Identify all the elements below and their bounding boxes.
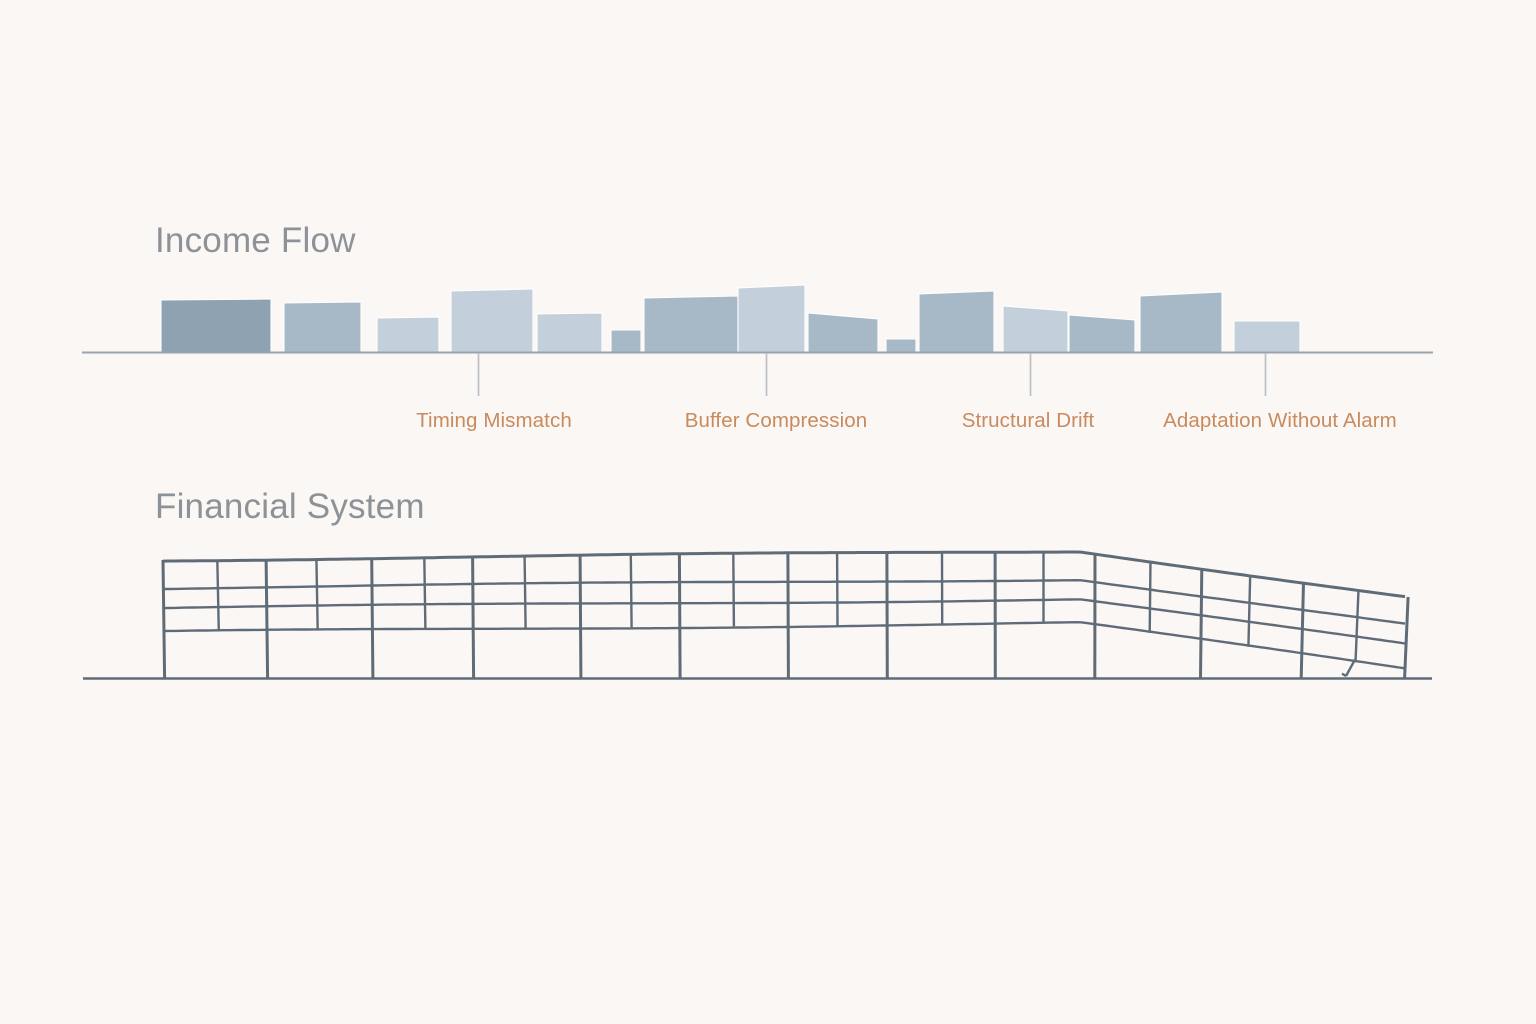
structure-horizontal-course xyxy=(162,550,1406,599)
structure-vertical-member xyxy=(1403,596,1410,679)
structure-vertical-member xyxy=(315,558,319,631)
bar xyxy=(1233,320,1301,353)
structure-horizontal-course xyxy=(162,620,1406,670)
bar xyxy=(1068,314,1136,353)
annotation-label: Structural Drift xyxy=(962,409,1095,432)
structure-broken-member-fragment xyxy=(1341,672,1347,678)
structure-vertical-member xyxy=(264,558,270,679)
bar xyxy=(918,290,995,353)
bar xyxy=(737,284,806,353)
financial-system-title: Financial System xyxy=(155,487,425,526)
structure-frame xyxy=(161,550,1410,679)
structure-vertical-member xyxy=(370,557,375,679)
bar xyxy=(807,312,879,353)
structure-vertical-member xyxy=(216,559,220,632)
structure-vertical-member xyxy=(629,555,633,628)
annotation-label: Adaptation Without Alarm xyxy=(1163,409,1397,432)
structure-vertical-member xyxy=(1148,560,1152,633)
structure-vertical-member xyxy=(578,555,583,679)
income-flow-panel: Income Flow Timing Mismatch Buffer Compre… xyxy=(82,221,1433,432)
structure-horizontal-course xyxy=(163,578,1406,625)
bar xyxy=(536,312,603,353)
structure-vertical-member xyxy=(1354,590,1360,663)
bar xyxy=(1139,291,1223,353)
structure-vertical-member xyxy=(732,554,736,627)
bar xyxy=(376,316,440,353)
bar xyxy=(450,288,534,353)
annotation-ticks xyxy=(477,353,1267,396)
annotation-labels: Timing Mismatch Buffer Compression Structu… xyxy=(416,409,1397,432)
structure-vertical-member xyxy=(1299,582,1305,679)
structure-vertical-member xyxy=(471,556,476,679)
annotation-label: Buffer Compression xyxy=(685,409,868,432)
bar-series xyxy=(160,284,1301,353)
bar xyxy=(643,295,739,353)
bar xyxy=(160,298,272,353)
structure-vertical-member xyxy=(161,559,167,679)
bar xyxy=(1002,305,1069,353)
structure-vertical-member xyxy=(677,554,682,679)
bar xyxy=(610,329,642,353)
structure-broken-member xyxy=(1344,659,1357,677)
bar xyxy=(885,338,917,353)
annotation-label: Timing Mismatch xyxy=(416,409,572,432)
structure-vertical-member xyxy=(786,553,790,679)
income-flow-title: Income Flow xyxy=(155,221,356,260)
structure-vertical-member xyxy=(1199,568,1204,679)
financial-system-panel: Financial System xyxy=(83,487,1432,680)
bar xyxy=(283,301,362,353)
structure-horizontal-course xyxy=(162,598,1406,645)
structure-vertical-member xyxy=(1247,574,1252,647)
structure-vertical-member xyxy=(423,557,427,630)
structure-vertical-member xyxy=(523,556,527,629)
